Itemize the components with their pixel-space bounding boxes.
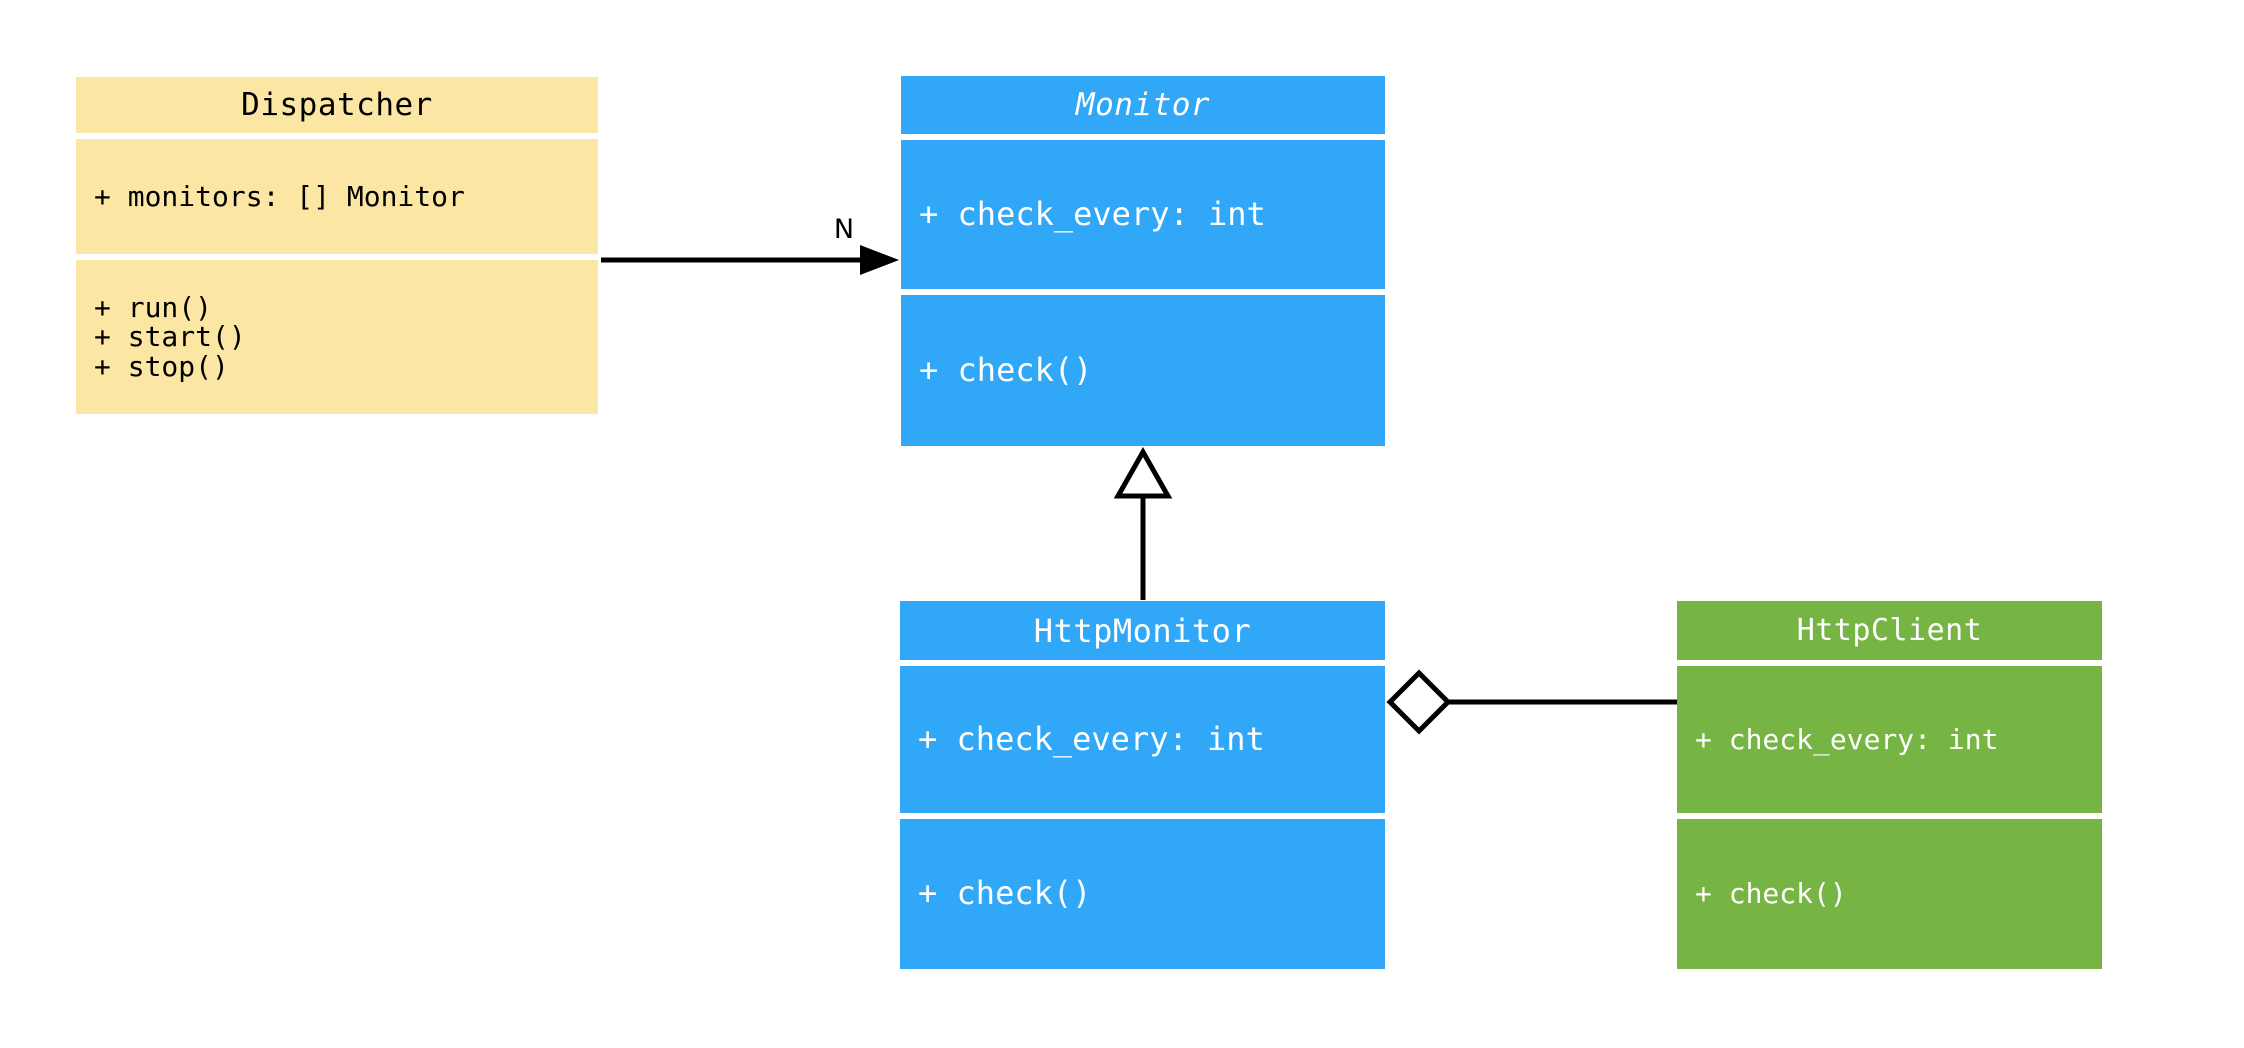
class-attributes-section: + check_every: int bbox=[1677, 666, 2102, 813]
method-row: + start() bbox=[94, 320, 246, 354]
aggregation-diamond-icon bbox=[1386, 669, 1452, 735]
edge-aggregation-httpmonitor-httpclient bbox=[1386, 669, 1677, 735]
class-methods-section: + check() bbox=[900, 819, 1385, 969]
method-row: + check() bbox=[918, 874, 1092, 913]
method-row: + check() bbox=[1695, 877, 1847, 911]
class-attributes-section: + check_every: int bbox=[900, 666, 1385, 813]
edge-association-dispatcher-monitor: N bbox=[601, 214, 899, 275]
attribute-row: + check_every: int bbox=[919, 194, 1266, 233]
class-title: Monitor bbox=[901, 76, 1385, 134]
attribute-row: + monitors: [] Monitor bbox=[94, 179, 465, 213]
class-attributes-section: + monitors: [] Monitor bbox=[76, 139, 598, 254]
method-row: + check() bbox=[919, 350, 1093, 389]
class-title: HttpMonitor bbox=[900, 601, 1385, 660]
class-monitor: Monitor + check_every: int + check() bbox=[901, 76, 1385, 446]
association-arrowhead-icon bbox=[860, 245, 899, 275]
attribute-row: + check_every: int bbox=[1695, 722, 1999, 756]
method-row: + stop() bbox=[94, 349, 229, 383]
inheritance-triangle-icon bbox=[1113, 446, 1173, 499]
multiplicity-label: N bbox=[834, 214, 854, 245]
class-httpmonitor: HttpMonitor + check_every: int + check() bbox=[900, 601, 1385, 969]
class-httpclient: HttpClient + check_every: int + check() bbox=[1677, 601, 2102, 969]
class-methods-section: + run() + start() + stop() bbox=[76, 260, 598, 414]
class-methods-section: + check() bbox=[901, 295, 1385, 446]
class-dispatcher: Dispatcher + monitors: [] Monitor + run(… bbox=[76, 77, 598, 414]
edge-inheritance-httpmonitor-monitor bbox=[1113, 446, 1173, 600]
class-methods-section: + check() bbox=[1677, 819, 2102, 969]
class-title: Dispatcher bbox=[76, 77, 598, 133]
class-attributes-section: + check_every: int bbox=[901, 140, 1385, 289]
class-title: HttpClient bbox=[1677, 601, 2102, 660]
attribute-row: + check_every: int bbox=[918, 719, 1265, 758]
method-row: + run() bbox=[94, 290, 213, 324]
